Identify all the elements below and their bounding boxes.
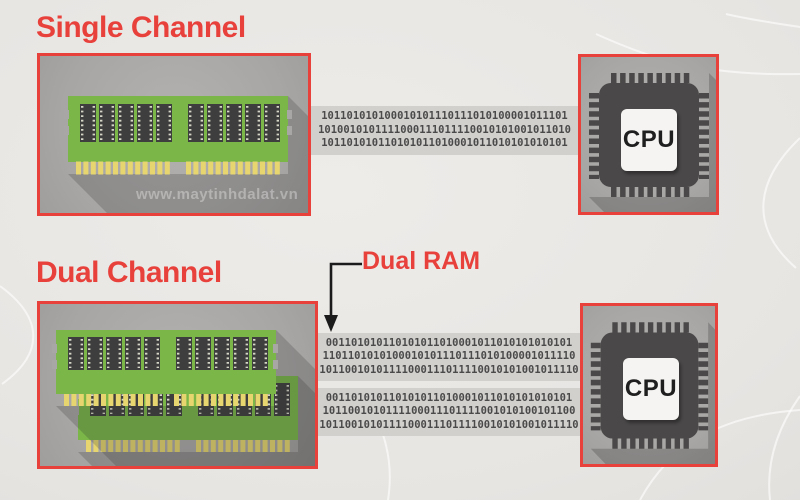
binary-line: 1010010101111000111011110010101001011010 xyxy=(318,123,571,136)
dual-ram-arrow xyxy=(324,262,362,332)
ram-module-illustration xyxy=(64,96,308,213)
dual-cpu-frame: CPU xyxy=(580,303,718,467)
ram-long-shadow xyxy=(56,330,315,466)
dual-ram-illustration xyxy=(52,330,315,466)
dual-ram-frame xyxy=(37,301,318,469)
binary-line: 1011001010111100011101111001010100101111… xyxy=(319,363,579,376)
binary-line: 1101101010100010101110111010100001011110 xyxy=(322,350,576,363)
binary-line: 101101010100010101110111010100001011101 xyxy=(321,110,568,123)
dual-data-stream-a: 001101010110101011010001011010101010101 … xyxy=(318,333,580,381)
dual-data-stream-b: 001101010110101011010001011010101010101 … xyxy=(318,388,580,436)
binary-line: 001101010110101011010001011010101010101 xyxy=(325,391,573,404)
cpu-long-shadow xyxy=(589,73,716,212)
binary-line: 1011001010111100011101111001010100101111… xyxy=(319,418,579,431)
single-ram-frame: www.maytinhdalat.vn xyxy=(37,53,311,216)
single-data-stream: 101101010100010101110111010100001011101 … xyxy=(311,106,578,155)
ram-long-shadow xyxy=(78,376,315,466)
cpu-label: CPU xyxy=(623,358,679,420)
watermark-text: www.maytinhdalat.vn xyxy=(136,186,299,203)
single-channel-title: Single Channel xyxy=(36,11,246,44)
dual-channel-title: Dual Channel xyxy=(36,256,222,289)
binary-line: 101101010110101011010001011010101010101 xyxy=(321,137,568,150)
cpu-label: CPU xyxy=(621,109,677,171)
single-cpu-frame: CPU xyxy=(578,54,719,215)
cpu-long-shadow xyxy=(590,322,715,464)
ram-long-shadow xyxy=(68,96,308,213)
dual-ram-label: Dual RAM xyxy=(362,247,481,275)
binary-line: 001101010110101011010001011010101010101 xyxy=(325,336,573,349)
binary-line: 1011001010111100011101111001010100101100 xyxy=(322,405,576,418)
